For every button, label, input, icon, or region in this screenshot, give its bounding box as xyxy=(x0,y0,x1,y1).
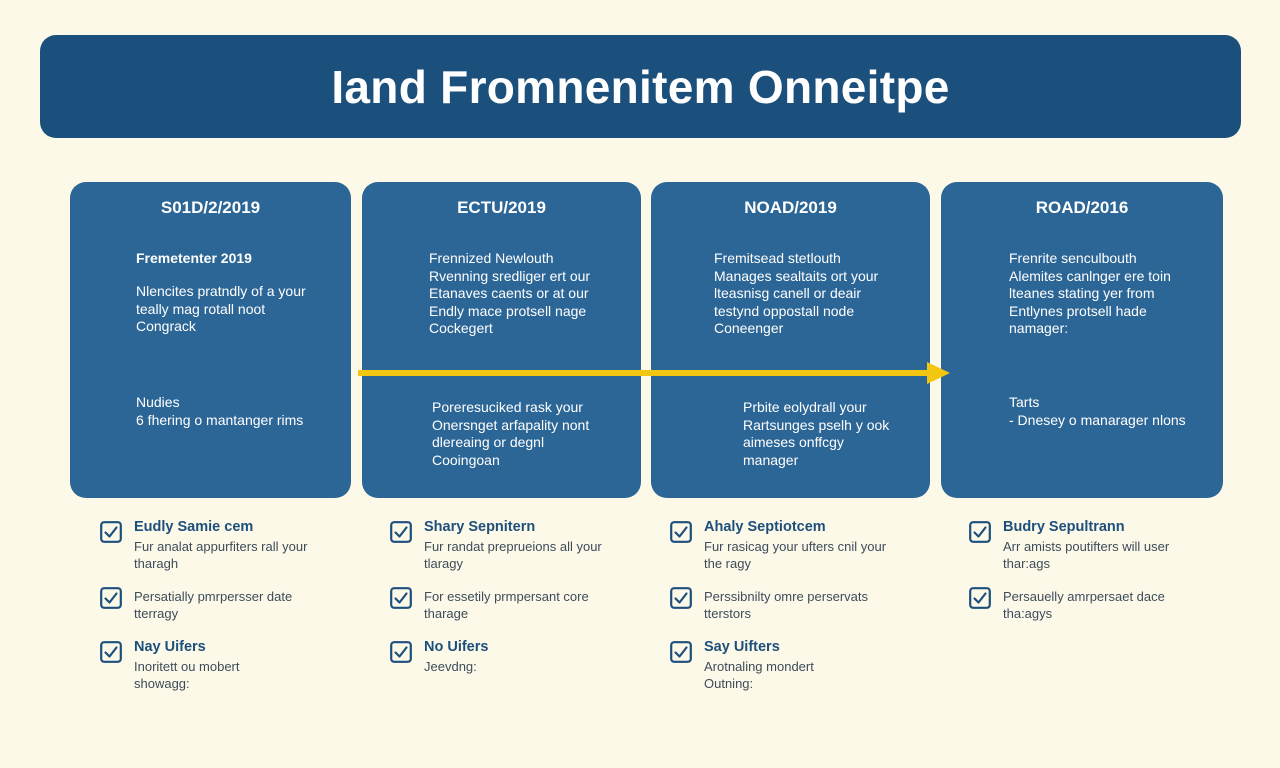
card-text-primary: Nlencites pratndly of a your teally mag … xyxy=(136,283,306,334)
check-description: Fur rasicag your ufters cnil your the ra… xyxy=(704,539,887,571)
card-text-secondary: Nudies 6 fhering o mantanger rims xyxy=(136,394,304,428)
check-item: Perssibnilty omre perservats tterstors xyxy=(670,586,910,622)
checklist-1: Eudly Samie cem Fur analat appurfiters r… xyxy=(100,516,340,706)
check-title: Ahaly Septiotcem xyxy=(704,519,826,535)
check-title: Eudly Samie cem xyxy=(134,519,254,535)
check-title: Nay Uifers xyxy=(134,639,206,655)
check-item: Shary Sepnitern Fur randat preprueions a… xyxy=(390,516,630,572)
check-description: Inoritett ou mobert showagg: xyxy=(134,659,240,691)
title-banner: Iand Fromnenitem Onneitpe xyxy=(40,35,1241,138)
timeline-card-3: NOAD/2019 Fremitsead stetlouth Manages s… xyxy=(651,182,930,498)
card-date: ECTU/2019 xyxy=(457,198,546,217)
checkbox-checked-icon[interactable] xyxy=(390,641,412,663)
checkbox-checked-icon[interactable] xyxy=(100,641,122,663)
check-description: Persatially pmrpersser date tterragy xyxy=(134,589,293,621)
checklist-2: Shary Sepnitern Fur randat preprueions a… xyxy=(390,516,630,689)
check-title: No Uifers xyxy=(424,639,489,655)
card-text-secondary: Poreresuciked rask your Onersnget arfapa… xyxy=(432,399,590,468)
timeline-arrow-icon xyxy=(358,362,950,384)
check-description: Arotnaling mondert Outning: xyxy=(704,659,814,691)
check-description: Persauelly amrpersaet dace tha:agys xyxy=(1003,589,1165,621)
card-text-primary: Fremitsead stetlouth Manages sealtaits o… xyxy=(714,250,879,336)
card-text-secondary: Tarts - Dnesey o manarager nlons xyxy=(1009,394,1186,428)
checkbox-checked-icon[interactable] xyxy=(969,587,991,609)
checkbox-checked-icon[interactable] xyxy=(670,587,692,609)
check-item: Eudly Samie cem Fur analat appurfiters r… xyxy=(100,516,340,572)
check-item: Budry Sepultrann Arr amists poutifters w… xyxy=(969,516,1209,572)
checkbox-checked-icon[interactable] xyxy=(100,521,122,543)
page-title: Iand Fromnenitem Onneitpe xyxy=(331,60,950,113)
check-description: Fur analat appurfiters rall your tharagh xyxy=(134,539,308,571)
check-item: No Uifers Jeevdng: xyxy=(390,636,630,675)
check-item: For essetily prmpersant core tharage xyxy=(390,586,630,622)
check-description: Jeevdng: xyxy=(424,659,477,674)
check-item: Ahaly Septiotcem Fur rasicag your ufters… xyxy=(670,516,910,572)
card-date: ROAD/2016 xyxy=(1035,198,1129,217)
timeline-card-1: S01D/2/2019 Fremetenter 2019 Nlencites p… xyxy=(70,182,351,498)
card-date: NOAD/2019 xyxy=(744,198,837,217)
check-item: Say Uifters Arotnaling mondert Outning: xyxy=(670,636,910,692)
checkbox-checked-icon[interactable] xyxy=(100,587,122,609)
check-description: Fur randat preprueions all your tlaragy xyxy=(424,539,602,571)
checkbox-checked-icon[interactable] xyxy=(969,521,991,543)
check-title: Shary Sepnitern xyxy=(424,519,536,535)
check-description: Perssibnilty omre perservats tterstors xyxy=(704,589,868,621)
checkbox-checked-icon[interactable] xyxy=(670,641,692,663)
checklist-3: Ahaly Septiotcem Fur rasicag your ufters… xyxy=(670,516,910,706)
check-item: Persatially pmrpersser date tterragy xyxy=(100,586,340,622)
check-description: Arr amists poutifters will user thar:ags xyxy=(1003,539,1170,571)
checkbox-checked-icon[interactable] xyxy=(390,521,412,543)
checklist-4: Budry Sepultrann Arr amists poutifters w… xyxy=(969,516,1209,636)
card-lead: Fremetenter 2019 xyxy=(136,250,252,266)
timeline-card-4: ROAD/2016 Frenrite senculbouth Alemites … xyxy=(941,182,1223,498)
card-text-primary: Frenrite senculbouth Alemites canlnger e… xyxy=(1009,250,1171,336)
card-text-primary: Frennized Newlouth Rvenning sredliger er… xyxy=(429,250,591,336)
card-text-secondary: Prbite eolydrall your Rartsunges pselh y… xyxy=(743,399,890,468)
check-description: For essetily prmpersant core tharage xyxy=(424,589,589,621)
timeline-card-2: ECTU/2019 Frennized Newlouth Rvenning sr… xyxy=(362,182,641,498)
check-title: Say Uifters xyxy=(704,639,780,655)
checkbox-checked-icon[interactable] xyxy=(670,521,692,543)
check-item: Persauelly amrpersaet dace tha:agys xyxy=(969,586,1209,622)
card-date: S01D/2/2019 xyxy=(160,198,261,217)
checkbox-checked-icon[interactable] xyxy=(390,587,412,609)
check-title: Budry Sepultrann xyxy=(1003,519,1125,535)
check-item: Nay Uifers Inoritett ou mobert showagg: xyxy=(100,636,340,692)
